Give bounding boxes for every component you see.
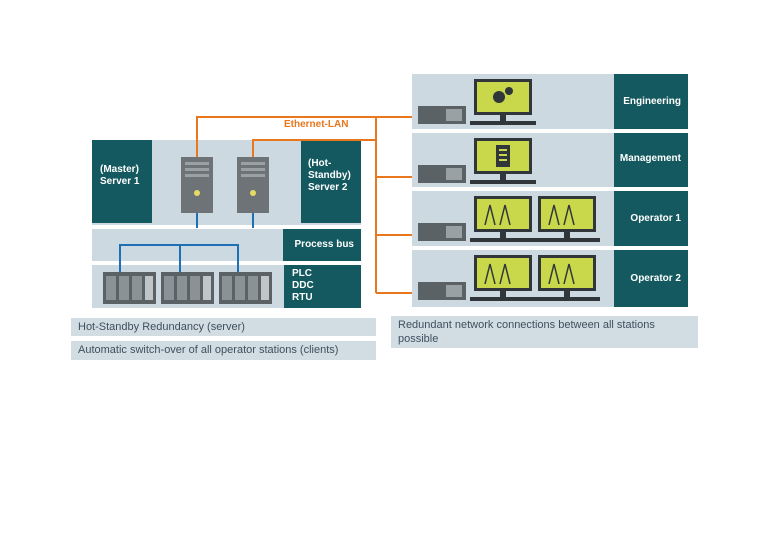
management-monitor-icon (470, 138, 536, 184)
standby-server-label-3: Server 2 (308, 182, 348, 193)
server-1-icon (181, 157, 213, 213)
operator-1-label-box: Operator 1 (614, 191, 688, 246)
master-server-label-1: (Master) (100, 164, 139, 175)
standby-server-box: (Hot- Standby) Server 2 (301, 140, 361, 223)
standby-server-label-2: Standby) (308, 170, 351, 181)
operator-1-monitor-1-icon (470, 196, 536, 242)
process-bus-label: Process bus (294, 239, 354, 250)
operator-2-monitor-2-icon (534, 255, 600, 301)
plc-label: PLC (292, 268, 312, 279)
operator-2-monitor-1-icon (470, 255, 536, 301)
process-bus-lines (119, 212, 254, 272)
process-bus-box: Process bus (283, 229, 361, 261)
plc-device-3-icon (219, 272, 272, 304)
plc-device-1-icon (103, 272, 156, 304)
engineering-label-box: Engineering (614, 74, 688, 129)
ethernet-lan-label: Ethernet-LAN (284, 119, 349, 130)
management-label-box: Management (614, 133, 688, 187)
engineering-monitor-icon (470, 79, 536, 125)
operator-1-monitor-2-icon (534, 196, 600, 242)
operator-2-label-box: Operator 2 (614, 250, 688, 307)
plc-device-2-icon (161, 272, 214, 304)
caption-redundant-network: Redundant network connections between al… (391, 316, 698, 348)
ethernet-lines (196, 116, 412, 294)
operator-2-label: Operator 2 (630, 272, 681, 284)
server-2-icon (237, 157, 269, 213)
field-devices-box: PLC DDC RTU (284, 265, 361, 308)
standby-server-label-1: (Hot- (308, 158, 332, 169)
operator-1-label: Operator 1 (630, 212, 681, 224)
caption-hot-standby: Hot-Standby Redundancy (server) (71, 318, 376, 336)
master-server-label-2: Server 1 (100, 176, 140, 187)
caption-switch-over: Automatic switch-over of all operator st… (71, 341, 376, 360)
pc-units (418, 106, 466, 300)
master-server-box: (Master) Server 1 (92, 140, 152, 223)
ddc-label: DDC (292, 280, 314, 291)
rtu-label: RTU (292, 292, 313, 303)
engineering-label: Engineering (623, 95, 681, 107)
management-label: Management (619, 153, 681, 164)
